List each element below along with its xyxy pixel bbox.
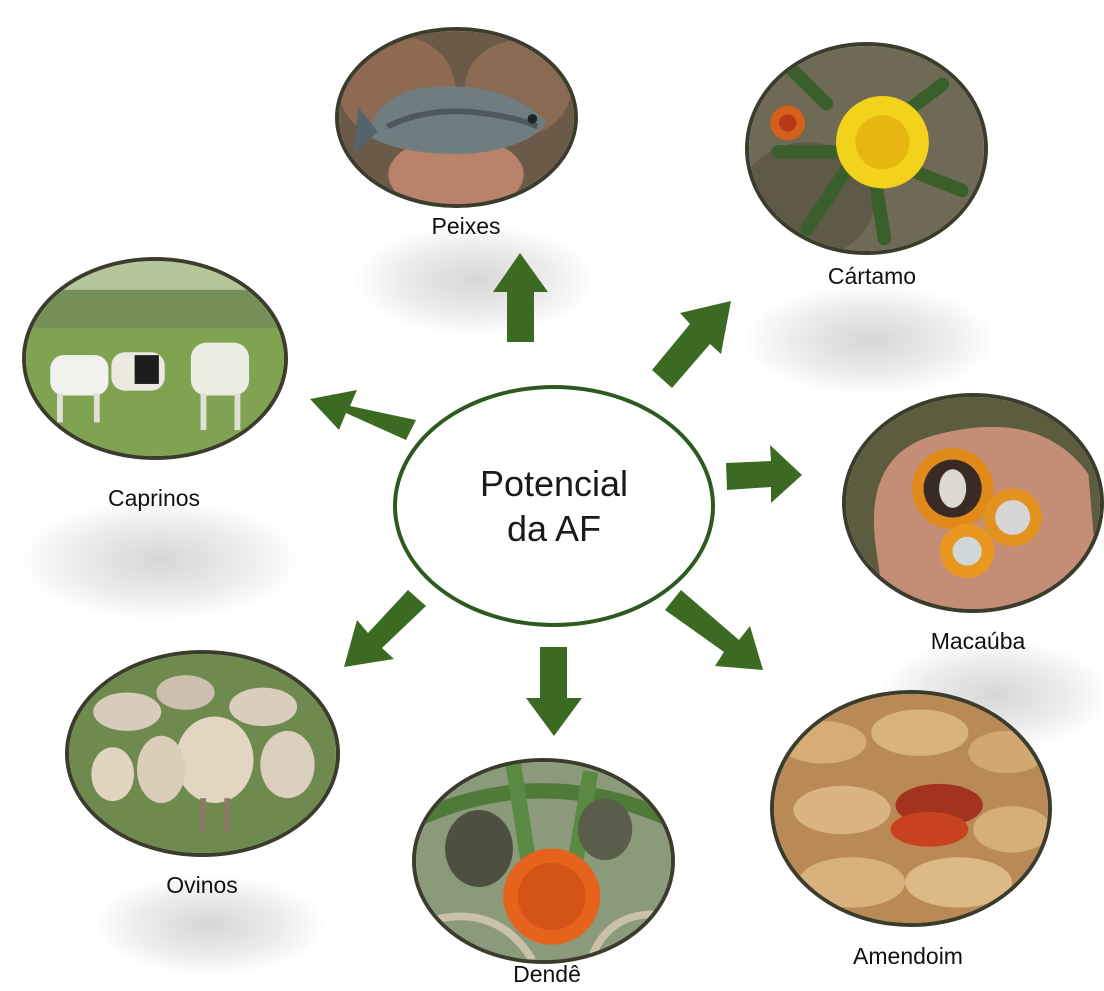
shadow-caprinos: [20, 500, 300, 620]
macauba-label: Macaúba: [930, 628, 1026, 654]
arrow-ovinos-icon: [344, 590, 426, 667]
center-line-1: Potencial: [479, 463, 629, 504]
caprinos-label: Caprinos: [107, 485, 201, 511]
peixes-image: [335, 27, 578, 208]
ovinos-label: Ovinos: [166, 872, 238, 898]
arrow-macauba-icon: [726, 445, 802, 503]
peixes-label: Peixes: [431, 213, 501, 239]
shadow-cartamo: [745, 285, 995, 395]
amendoim-label: Amendoim: [853, 943, 963, 969]
shadow-ovinos: [95, 875, 325, 975]
dende-label: Dendê: [513, 961, 581, 987]
caprinos-image: [22, 257, 288, 460]
dende-image: [412, 758, 675, 964]
cartamo-image: [745, 42, 988, 255]
center-line-2: da AF: [506, 508, 602, 549]
ovinos-image: [65, 650, 340, 857]
arrow-cartamo-icon: [652, 301, 731, 388]
center-potencial: Potencial da AF: [393, 385, 715, 627]
arrow-dende-icon: [526, 647, 582, 736]
cartamo-label: Cártamo: [827, 263, 917, 289]
arrow-amendoim-icon: [665, 590, 763, 670]
arrow-peixes-icon: [493, 253, 548, 342]
shadow-peixes: [355, 225, 595, 335]
macauba-image: [842, 393, 1104, 613]
arrow-caprinos-icon: [310, 390, 416, 440]
amendoim-image: [770, 690, 1052, 927]
